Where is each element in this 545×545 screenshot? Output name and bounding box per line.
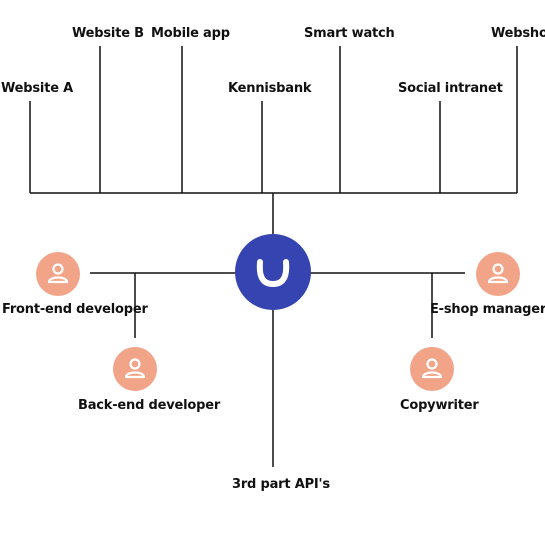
channel-label-mobile-app: Mobile app [151,26,230,41]
channel-label-website-a: Website A [1,81,74,96]
role-label-back-end-developer: Back-end developer [78,398,221,413]
channel-label-webshop: Webshop [491,26,545,41]
avatar-copywriter [410,347,454,391]
user-icon [113,347,157,391]
user-icon [36,252,80,296]
channel-label-smart-watch: Smart watch [304,26,395,41]
umbraco-logo-icon [235,234,311,310]
avatar-back-end-developer [113,347,157,391]
role-label-front-end-developer: Front-end developer [2,302,148,317]
avatar-front-end-developer [36,252,80,296]
channel-label-social-intranet: Social intranet [398,81,503,96]
integration-label-api: 3rd part API's [232,477,330,492]
user-icon [410,347,454,391]
role-label-e-shop-manager: E-shop manager [430,302,545,317]
role-label-copywriter: Copywriter [400,398,479,413]
channel-label-website-b: Website B [72,26,144,41]
channel-label-kennisbank: Kennisbank [228,81,312,96]
user-icon [476,252,520,296]
avatar-e-shop-manager [476,252,520,296]
hub-node [235,234,311,310]
